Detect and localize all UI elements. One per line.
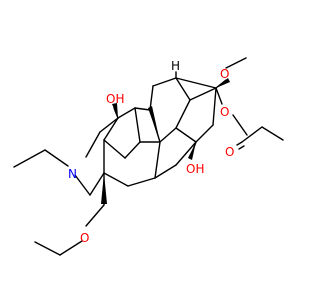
bond xyxy=(175,77,217,89)
wedge-bond xyxy=(101,173,107,204)
bond xyxy=(241,126,263,143)
bond xyxy=(85,204,105,227)
bond xyxy=(261,126,284,141)
methoxymethyl-oxygen-label: O xyxy=(80,231,89,245)
bond xyxy=(189,87,217,101)
bond xyxy=(124,141,141,159)
skeleton-bonds xyxy=(13,77,284,256)
bond xyxy=(34,241,61,256)
bond xyxy=(85,131,101,158)
bond xyxy=(59,240,83,256)
wedge-bond xyxy=(148,106,160,142)
bond xyxy=(212,87,217,126)
bond xyxy=(154,164,177,179)
bond xyxy=(152,77,177,87)
bond xyxy=(175,77,191,101)
bond xyxy=(74,174,91,196)
bond xyxy=(175,141,197,166)
bond xyxy=(159,127,177,143)
structure-svg: OH OH N O O O O H xyxy=(13,57,284,256)
oh-top-label: OH xyxy=(106,92,124,106)
bond xyxy=(89,172,105,196)
oh-bottom-label: OH xyxy=(186,162,204,176)
bond xyxy=(99,117,119,133)
bond xyxy=(134,107,141,143)
molecule-diagram: OH OH N O O O O H xyxy=(13,57,284,256)
bond xyxy=(103,172,129,187)
bond xyxy=(215,87,223,105)
bond xyxy=(127,177,156,187)
bond xyxy=(117,107,136,119)
bond xyxy=(236,141,243,146)
bond xyxy=(154,141,161,179)
bond xyxy=(175,127,197,143)
bond xyxy=(149,85,154,111)
wedge-bond xyxy=(188,142,196,160)
bond xyxy=(175,99,191,129)
bond xyxy=(103,117,119,141)
bond xyxy=(134,107,151,111)
bond xyxy=(238,145,245,150)
bond xyxy=(44,149,69,167)
ester-oxygen-label: O xyxy=(220,105,229,119)
nitrogen-label: N xyxy=(68,167,77,181)
carbonyl-oxygen-label: O xyxy=(225,145,234,159)
bond xyxy=(103,139,126,159)
stereo-marks xyxy=(101,71,230,204)
atom-labels: OH OH N O O O O H xyxy=(68,59,234,245)
wedge-bond xyxy=(216,78,230,88)
bond xyxy=(13,149,46,168)
stereo-hydrogen-label: H xyxy=(171,59,180,73)
bond xyxy=(232,114,248,136)
bond xyxy=(225,57,247,69)
wedge-bond xyxy=(112,103,118,118)
bond xyxy=(195,124,214,143)
methoxy-oxygen-label: O xyxy=(220,67,229,81)
